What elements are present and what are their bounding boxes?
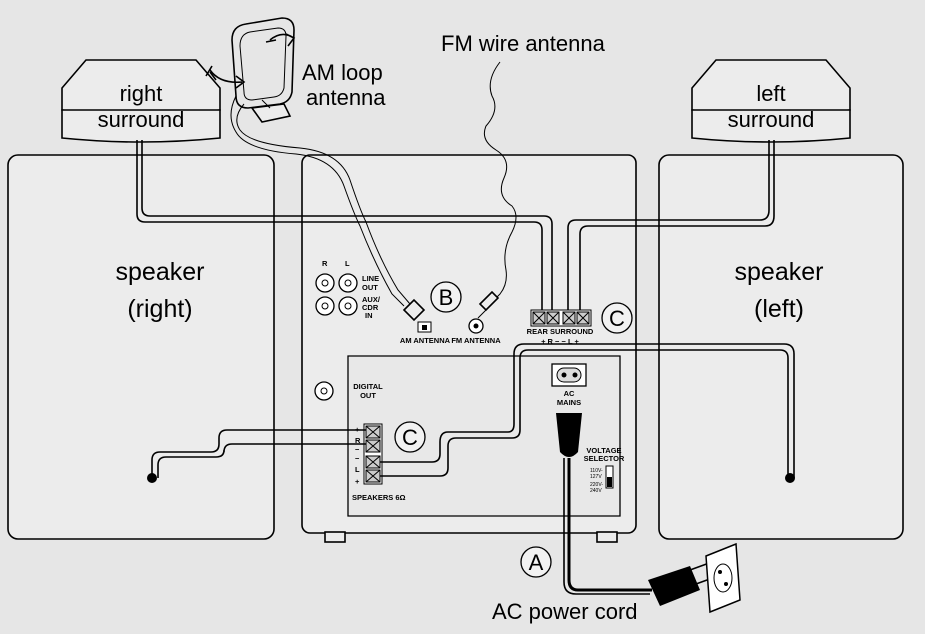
left-surround-wire bbox=[567, 140, 770, 312]
am-antenna-wire bbox=[236, 103, 411, 305]
ac-power-cord-label: AC power cord bbox=[492, 599, 638, 624]
volt-127: 127V bbox=[590, 474, 602, 480]
right-speaker-label-line2: (right) bbox=[127, 295, 192, 323]
ac-power-plug bbox=[648, 566, 700, 606]
speaker-terminals bbox=[363, 423, 383, 485]
left-speaker-label-line2: (left) bbox=[754, 295, 804, 323]
fm-antenna-plug bbox=[478, 290, 500, 312]
am-antenna-connector bbox=[402, 298, 432, 333]
aux-label-1: AUX/ bbox=[362, 295, 381, 304]
fm-antenna-connector bbox=[468, 318, 484, 334]
line-out-label-2: OUT bbox=[362, 283, 378, 292]
term-r-label: R bbox=[355, 436, 361, 445]
right-speaker-label-line1: speaker bbox=[116, 258, 205, 286]
fm-antenna-label: FM wire antenna bbox=[441, 31, 606, 56]
main-unit-foot-left bbox=[324, 531, 346, 543]
callout-b-letter: B bbox=[439, 285, 454, 310]
am-antenna-port-label: AM ANTENNA bbox=[400, 336, 451, 345]
callout-a bbox=[520, 546, 552, 578]
fm-antenna-port-label: FM ANTENNA bbox=[451, 336, 501, 345]
ac-mains-socket bbox=[551, 363, 587, 387]
am-antenna-wire-2 bbox=[230, 95, 405, 307]
callout-c-lower bbox=[394, 421, 426, 453]
ac-mains-label-2: MAINS bbox=[557, 398, 581, 407]
ac-power-plug-connector bbox=[556, 413, 582, 457]
am-antenna-label-line1: AM loop bbox=[302, 60, 383, 85]
term-l-plus: + bbox=[355, 477, 360, 486]
aux-label-3: IN bbox=[365, 311, 373, 320]
term-r-minus: − bbox=[355, 445, 360, 454]
left-surround-label-line1: left bbox=[756, 81, 785, 106]
callout-c-upper bbox=[601, 302, 633, 334]
am-loop-antenna bbox=[205, 17, 296, 123]
left-surround-label-line2: surround bbox=[728, 107, 815, 132]
fm-antenna-wire bbox=[483, 61, 517, 307]
left-speaker-terminal-dot bbox=[785, 473, 795, 483]
volt-110: 110V- bbox=[590, 468, 603, 474]
callout-a-letter: A bbox=[529, 550, 544, 575]
rear-surround-terminals bbox=[530, 309, 592, 327]
callout-c-lower-letter: C bbox=[402, 425, 418, 450]
left-surround-speaker bbox=[691, 59, 851, 143]
digital-out-label-1: DIGITAL bbox=[353, 382, 383, 391]
right-surround-wire bbox=[136, 140, 543, 312]
left-speaker-box bbox=[658, 154, 904, 540]
right-surround-speaker bbox=[61, 59, 221, 143]
voltage-selector-label-1: VOLTAGE bbox=[586, 446, 621, 455]
volt-220: 220V- bbox=[590, 482, 603, 488]
right-speaker-box bbox=[7, 154, 275, 540]
wall-outlet bbox=[705, 542, 741, 614]
right-surround-label-line2: surround bbox=[98, 107, 185, 132]
voltage-selector-switch bbox=[605, 465, 614, 489]
aux-label-2: CDR bbox=[362, 303, 379, 312]
jack-l-label: L bbox=[345, 259, 350, 268]
digital-out-jack bbox=[314, 381, 334, 401]
ac-mains-label-1: AC bbox=[564, 389, 575, 398]
term-l-label: L bbox=[355, 465, 360, 474]
ac-power-cord bbox=[567, 458, 652, 592]
right-speaker-terminal-dot bbox=[147, 473, 157, 483]
main-unit-foot-right bbox=[596, 531, 618, 543]
jack-r-label: R bbox=[322, 259, 328, 268]
right-surround-label-line1: right bbox=[120, 81, 163, 106]
speakers-6ohm-label: SPEAKERS 6Ω bbox=[352, 493, 406, 502]
rear-surround-polarity: + R − − L + bbox=[541, 337, 579, 346]
term-l-minus: − bbox=[355, 454, 360, 463]
left-speaker-wire bbox=[380, 349, 789, 478]
am-antenna-label-line2: antenna bbox=[306, 85, 386, 110]
callout-c-upper-letter: C bbox=[609, 306, 625, 331]
digital-out-label-2: OUT bbox=[360, 391, 376, 400]
left-speaker-label-line1: speaker bbox=[735, 258, 824, 286]
rca-jacks bbox=[315, 273, 358, 316]
voltage-selector-label-2: SELECTOR bbox=[584, 454, 625, 463]
volt-240: 240V bbox=[590, 488, 602, 494]
rear-surround-label: REAR SURROUND bbox=[527, 327, 594, 336]
right-speaker-wire bbox=[151, 429, 366, 478]
line-out-label-1: LINE bbox=[362, 274, 379, 283]
callout-b bbox=[430, 281, 462, 313]
